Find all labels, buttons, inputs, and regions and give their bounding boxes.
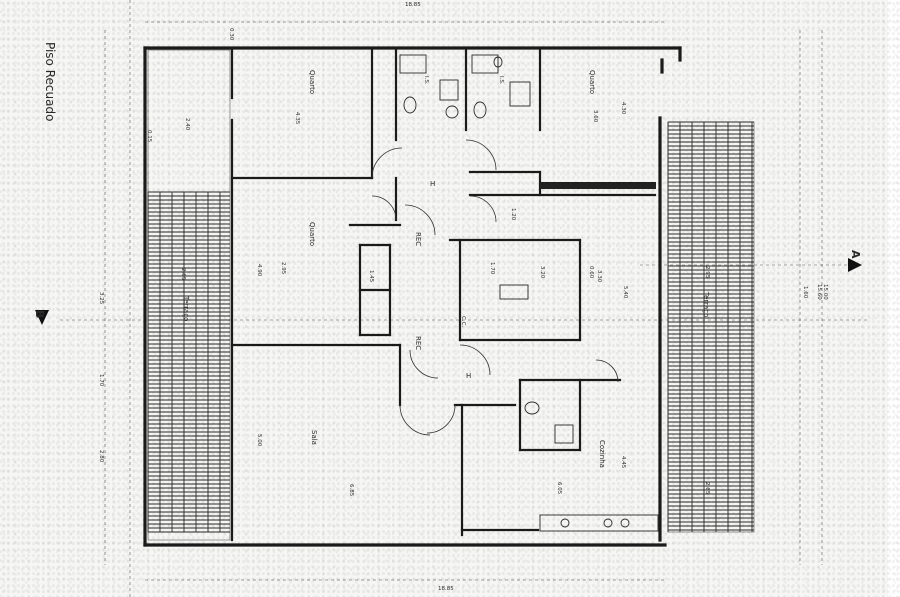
room-quarto-3: Quarto [588, 70, 596, 94]
dim-label: 2.40 [184, 118, 190, 131]
terrace-right-hatch [667, 121, 755, 533]
dim-label: 2.80 [98, 450, 104, 463]
sheet-margin [888, 0, 900, 597]
room-hall-bottom: H [466, 372, 471, 380]
dim-label: 1.20 [510, 208, 516, 221]
interior-walls [230, 48, 657, 542]
dim-label: 2.95 [704, 266, 710, 279]
room-wc-1: I.S. [423, 76, 429, 85]
section-a-label: A [849, 250, 862, 259]
total-height: 15.60 [816, 284, 822, 300]
dim-label: 6.05 [556, 482, 562, 495]
dim-label: 5.40 [622, 286, 628, 299]
room-wc-2: I.S. [498, 76, 504, 85]
room-sala: Sala [310, 430, 318, 445]
dim-label: 0.30 [228, 28, 234, 41]
exterior-walls [143, 46, 682, 547]
room-cozinha: Cozinha [598, 440, 606, 468]
dim-label: 0.60 [588, 266, 594, 279]
room-quarto-2: Quarto [308, 222, 316, 246]
total-width-bottom: 18.85 [438, 586, 454, 592]
room-terraco-left: Terraço [182, 295, 190, 321]
sheet-label: Piso Recuado [43, 42, 57, 121]
terrace-left-hatch [147, 49, 231, 541]
dim-label: 3.30 [596, 270, 602, 283]
dim-label: 3.25 [98, 292, 104, 305]
total-width-top: 18.85 [405, 2, 421, 8]
dim-label: 4.30 [620, 102, 626, 115]
dim-label: 4.45 [620, 456, 626, 469]
dim-label: 1.60 [802, 286, 808, 299]
dim-label: 15.00 [822, 284, 828, 300]
dim-label: 6.85 [348, 484, 354, 497]
dim-label: 5.00 [256, 434, 262, 447]
rec-label-2: REC [414, 336, 422, 350]
section-b-label: B [33, 310, 46, 318]
dim-label: 0.15 [146, 130, 152, 143]
section-marker-b [35, 310, 49, 325]
dim-label: 1.70 [489, 262, 495, 275]
room-terraco-right: Terraço [702, 291, 710, 317]
dim-label: 3.60 [592, 110, 598, 123]
dim-label: 4.35 [294, 112, 300, 125]
dim-label: 4.90 [256, 264, 262, 277]
dim-label: 1.45 [368, 270, 374, 283]
room-quarto-1: Quarto [308, 70, 316, 94]
rec-label-1: REC [414, 232, 422, 246]
cc-label: C.C. [460, 316, 466, 327]
dim-label: 2.85 [180, 268, 186, 281]
dim-label: 2.65 [704, 482, 710, 495]
door-swings [371, 139, 619, 436]
dim-label: 3.20 [539, 266, 545, 279]
bathroom-fixtures [399, 54, 659, 532]
dim-label: 1.70 [98, 374, 104, 387]
dim-label: 2.95 [280, 262, 286, 275]
section-marker-a [848, 258, 862, 272]
room-hall-top: H [430, 180, 435, 188]
